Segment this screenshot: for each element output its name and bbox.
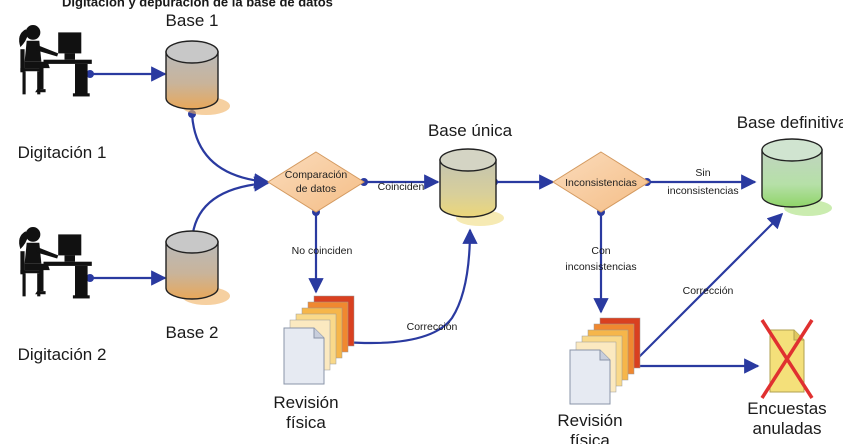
label-encuestas-line1: Encuestas [747,399,826,418]
connector-dot [86,70,94,78]
label-base1: Base 1 [166,11,219,30]
edge-label-no-coinciden: No coinciden [292,245,353,257]
inconsistencias-decision-diamond: Inconsistencias [552,151,650,213]
edge-label-sin-line1: Sin [695,167,710,179]
label-base2: Base 2 [166,323,219,342]
edge-label-coinciden: Coinciden [378,181,425,193]
edge-label-correccion1: Corrección [407,321,458,333]
base1-database-icon [165,40,230,115]
document-stack-icon [283,295,355,385]
edge-base1-comparacion [190,113,270,189]
edge-revision2-basedefinitiva [629,212,784,367]
edge-base2-comparacion [190,176,270,241]
connector-dot [86,274,94,282]
label-inconsistencias: Inconsistencias [565,177,637,189]
cross-icon [760,319,814,399]
label-digitacion2: Digitación 2 [18,345,107,364]
label-comparacion-line1: Comparación [285,169,348,181]
base-unica-database-icon [439,148,504,226]
person-at-computer-icon [19,227,92,299]
person-at-computer-icon [19,25,92,97]
edge-revision1-baseunica [343,228,478,345]
edge-label-con-line1: Con [591,245,610,257]
header-text: Digitación y depuración de la base de da… [62,0,333,9]
edge-label-sin-line2: inconsistencias [667,185,738,197]
comparacion-decision-diamond: Comparación de datos [267,151,365,213]
base-definitiva-database-icon [761,138,832,216]
label-revision2-line1: Revisión [557,411,622,430]
cancelled-document-icon [760,319,814,399]
label-revision1-line2: física [286,413,326,432]
label-revision1-line1: Revisión [273,393,338,412]
label-base-definitiva: Base definitiva [737,113,843,132]
label-revision2-line2: física [570,431,610,444]
label-encuestas-line2: anuladas [752,419,821,438]
label-digitacion1: Digitación 1 [18,143,107,162]
base2-database-icon [165,230,230,305]
label-base-unica: Base única [428,121,513,140]
edge-label-correccion2: Corrección [683,285,734,297]
document-stack-icon [569,317,641,405]
edge-label-con-line2: inconsistencias [565,261,636,273]
label-comparacion-line2: de datos [296,183,336,195]
